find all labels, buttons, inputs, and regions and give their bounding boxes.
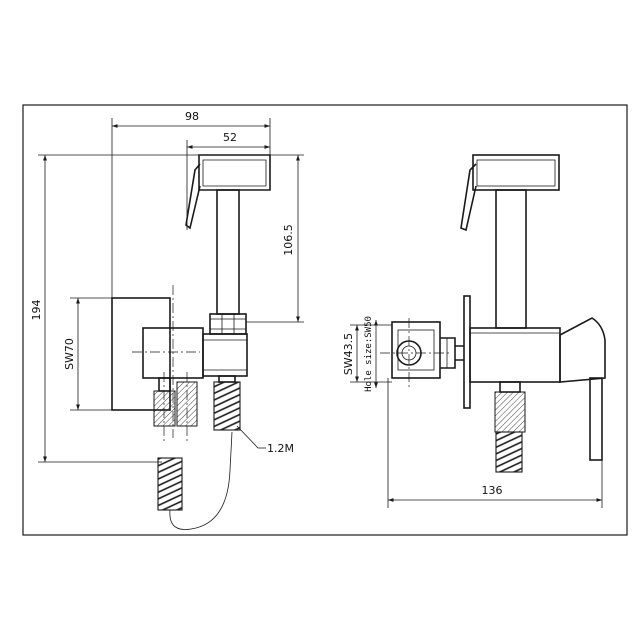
- side-handle: [559, 317, 606, 383]
- front-view: [111, 154, 271, 530]
- side-spray-head: [472, 154, 560, 191]
- dim-hole-size-label: Hole size:SW50: [364, 316, 374, 392]
- dim-106-5-label: 106.5: [282, 224, 295, 256]
- hose-loop: [169, 431, 233, 530]
- dim-52-label: 52: [223, 131, 237, 144]
- connecting-nut: [209, 313, 247, 335]
- side-body: [469, 327, 561, 383]
- side-view: [380, 154, 606, 473]
- trigger-lever: [185, 163, 201, 230]
- dim-136-label: 136: [482, 484, 503, 497]
- drawing-frame: [22, 104, 628, 536]
- wall-plate: [111, 297, 171, 411]
- dim-194-label: 194: [30, 300, 43, 321]
- dim-98-label: 98: [185, 110, 199, 123]
- hex-inlet: [391, 321, 441, 379]
- hose-right: [213, 381, 241, 431]
- side-dimensions: SW43.5 Hole size:SW50 136: [342, 316, 603, 508]
- spray-tube: [216, 189, 240, 315]
- front-dimensions: 98 52 106.5 194 SW70 1.2M: [30, 110, 304, 463]
- side-trigger: [460, 163, 477, 232]
- hose-left: [157, 457, 183, 511]
- dim-sw43-5-label: SW43.5: [342, 333, 355, 375]
- left-fitting: [153, 390, 176, 427]
- hose-length-label: 1.2M: [267, 442, 294, 455]
- side-hose: [495, 431, 523, 473]
- spray-head: [198, 154, 271, 191]
- side-fitting: [494, 391, 526, 433]
- dim-sw70-label: SW70: [63, 338, 76, 370]
- side-tube: [495, 189, 527, 329]
